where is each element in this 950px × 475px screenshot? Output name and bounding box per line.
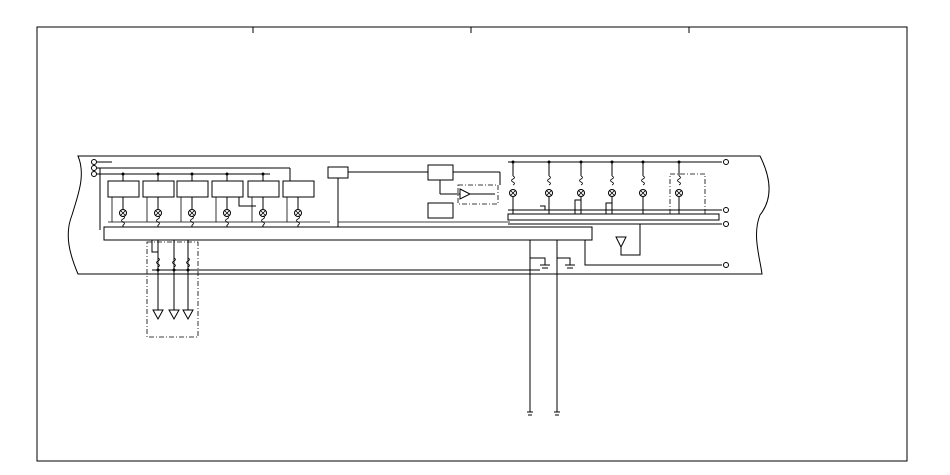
main-bus-bar [103,226,593,241]
resistor-icon [225,215,229,226]
ground-icon [565,264,575,269]
right-bus-bar [507,213,720,221]
lamp-icon [639,189,647,197]
lamp-icon [577,189,585,197]
lamp-icon [545,189,553,197]
resistor-icon [641,175,645,186]
ground-icon [527,411,533,416]
junction-dot [156,172,160,176]
sub-assembly-enclosure [146,241,199,338]
resistor-icon [579,175,583,186]
module-link-wire [238,197,256,207]
page-frame [36,26,908,462]
relay-box [327,166,349,179]
lamp-icon [223,209,231,217]
resistor-icon [172,257,176,268]
resistor-icon [156,257,160,268]
antenna-icon [182,309,194,321]
lamp-icon [154,209,162,217]
junction-dot [172,268,176,272]
lamp-icon [259,209,267,217]
resistor-icon [511,175,515,186]
junction-dot [121,172,125,176]
amplifier-symbol [459,188,472,200]
connector-terminal [723,207,729,213]
lamp-icon [675,189,683,197]
ground-icon [540,264,550,269]
resistor-icon [190,215,194,226]
drop-group [151,240,194,321]
harness-outline [67,155,770,275]
antenna-icon [152,309,164,321]
junction-dot [261,172,265,176]
right-lamp-group [509,160,706,215]
connector-terminal [91,171,97,177]
drop-link-wire [151,240,158,253]
resistor-icon [261,215,265,226]
control-module-box [247,180,280,198]
connector-terminal [91,165,97,171]
resistor-icon [296,215,300,226]
ground-wire [529,240,546,265]
control-module-box [107,180,140,198]
connector-terminal [91,159,97,165]
lamp-link-wire [605,202,612,214]
junction-dot [225,172,229,176]
control-module-box [211,180,244,198]
lamp-link-wire [540,205,546,210]
control-module-box [282,180,315,198]
amplifier-enclosure [457,184,499,205]
connector-terminal [723,159,729,165]
left-module-group [107,172,315,227]
control-module-box [176,180,209,198]
connector-terminal [723,262,729,268]
lamp-icon [119,209,127,217]
ground-wire [556,240,571,265]
junction-dot [186,268,190,272]
antenna-icon [168,309,180,321]
lamp-icon [608,189,616,197]
connector-terminal [723,221,729,227]
junction-dot [156,268,160,272]
resistor-icon [610,175,614,186]
ground-icon [554,411,560,416]
resistor-icon [186,257,190,268]
control-module-box [142,180,175,198]
junction-dot [190,172,194,176]
output-wire [584,240,722,266]
lamp-icon [188,209,196,217]
controller-box-upper [427,164,454,181]
antenna-symbol [615,236,627,249]
lamp-icon [509,189,517,197]
resistor-icon [156,215,160,226]
resistor-icon [677,175,681,186]
lamp-link-wire [574,199,581,214]
lamp-icon [294,209,302,217]
antenna-wire [620,224,641,256]
controller-box-lower [427,202,454,219]
resistor-icon [547,175,551,186]
resistor-icon [121,215,125,226]
